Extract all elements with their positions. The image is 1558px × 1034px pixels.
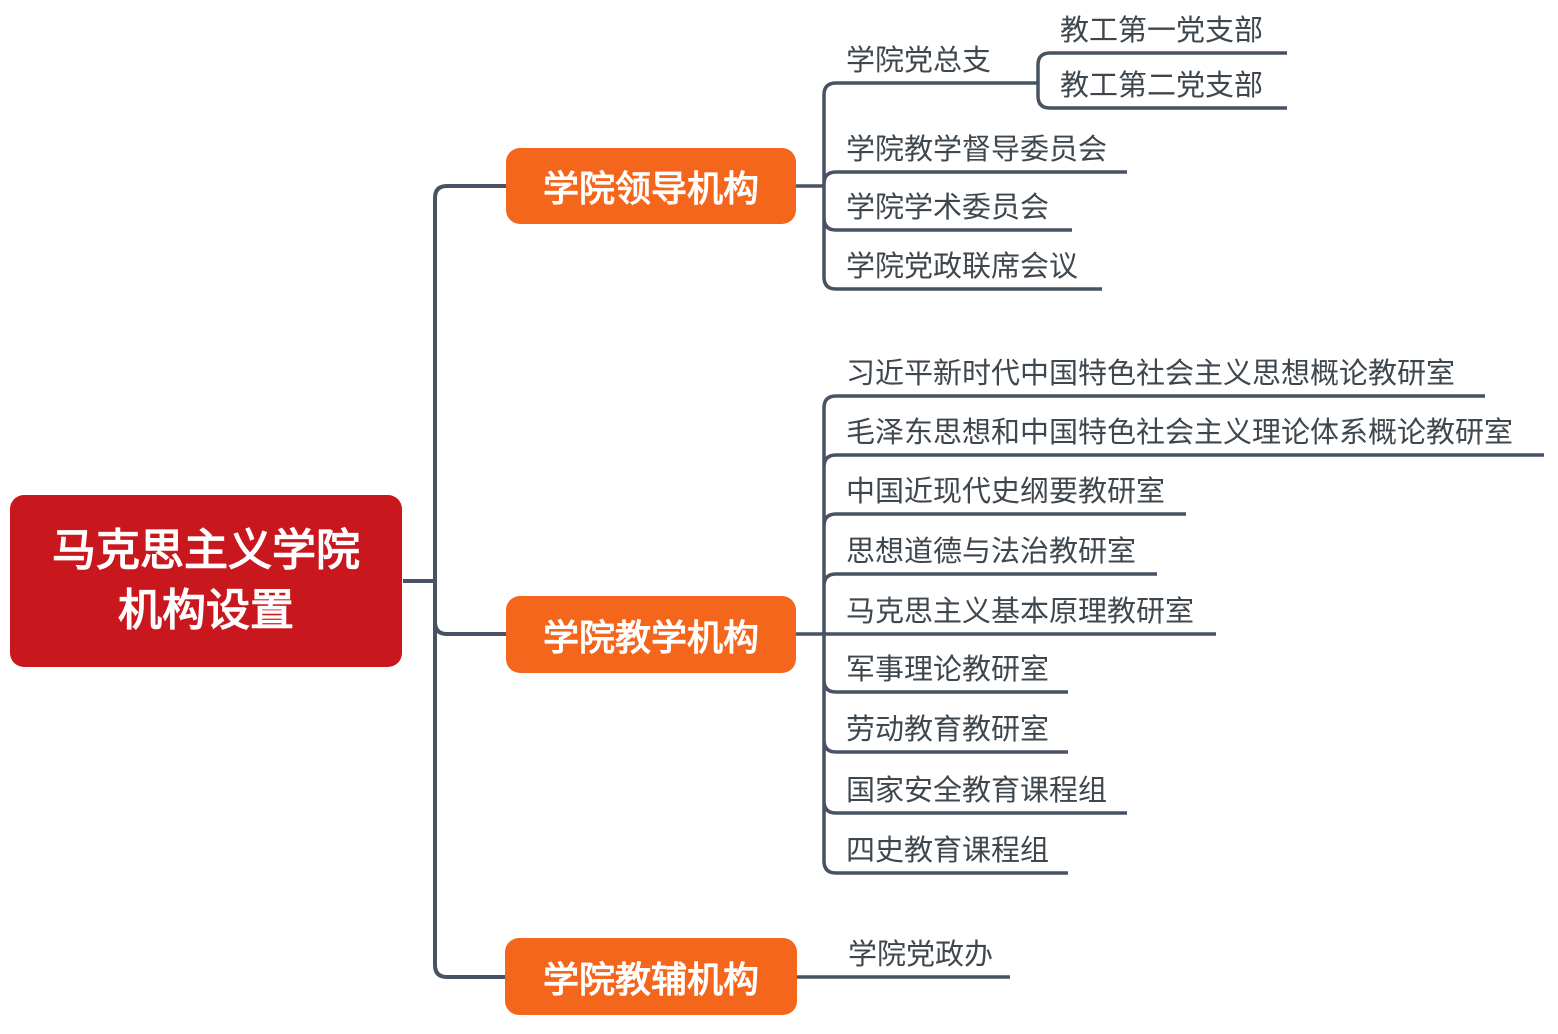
branch-node-leadership[interactable]: 学院领导机构 bbox=[506, 148, 796, 224]
node-mao-thought-office[interactable]: 毛泽东思想和中国特色社会主义理论体系概论教研室 bbox=[846, 417, 1514, 449]
node-party-general-branch[interactable]: 学院党总支 bbox=[846, 45, 992, 77]
root-node-line2: 机构设置 bbox=[118, 586, 294, 635]
leadership-branch-lines bbox=[796, 51, 1287, 291]
node-faculty-party-branch-2[interactable]: 教工第二党支部 bbox=[1060, 70, 1264, 102]
node-military-theory-office[interactable]: 军事理论教研室 bbox=[846, 654, 1050, 686]
node-faculty-party-branch-1[interactable]: 教工第一党支部 bbox=[1060, 15, 1264, 47]
root-node-line1: 马克思主义学院 bbox=[52, 526, 360, 575]
branch-node-support[interactable]: 学院教辅机构 bbox=[505, 938, 797, 1015]
node-ethics-law-office[interactable]: 思想道德与法治教研室 bbox=[846, 536, 1137, 568]
teaching-branch-lines bbox=[796, 394, 1544, 875]
node-four-histories-course-group[interactable]: 四史教育课程组 bbox=[846, 835, 1050, 867]
node-marxism-principles-office[interactable]: 马克思主义基本原理教研室 bbox=[846, 596, 1195, 628]
node-party-admin-joint-meeting[interactable]: 学院党政联席会议 bbox=[846, 251, 1079, 283]
node-labor-education-office[interactable]: 劳动教育教研室 bbox=[846, 714, 1050, 746]
node-teaching-supervision-committee[interactable]: 学院教学督导委员会 bbox=[846, 134, 1108, 166]
node-academic-committee[interactable]: 学院学术委员会 bbox=[846, 192, 1050, 224]
node-national-security-course-group[interactable]: 国家安全教育课程组 bbox=[846, 775, 1108, 807]
root-node[interactable]: 马克思主义学院 机构设置 bbox=[10, 495, 402, 667]
main-spine-line bbox=[403, 184, 506, 979]
node-party-admin-office[interactable]: 学院党政办 bbox=[848, 939, 994, 971]
node-modern-history-office[interactable]: 中国近现代史纲要教研室 bbox=[846, 476, 1166, 508]
branch-node-teaching[interactable]: 学院教学机构 bbox=[506, 596, 796, 673]
node-xi-thought-office[interactable]: 习近平新时代中国特色社会主义思想概论教研室 bbox=[846, 358, 1456, 390]
